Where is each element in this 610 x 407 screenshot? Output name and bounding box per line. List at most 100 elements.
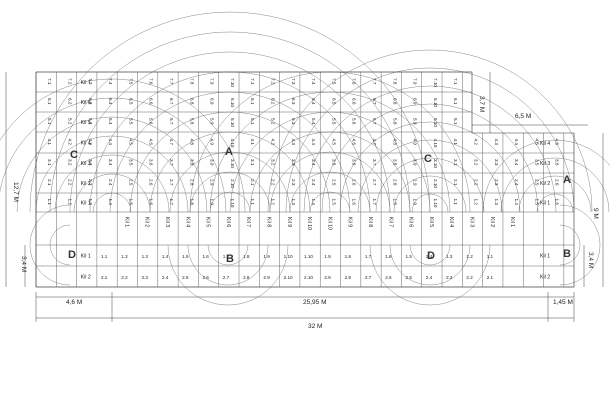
kil-vertical-label: Kil 7: [245, 217, 251, 227]
cell-label: 4.5: [331, 139, 336, 146]
cell-label: 7.4: [311, 78, 316, 85]
cell-label: 5.2: [270, 118, 275, 125]
cell-label: 5.1: [47, 118, 52, 125]
cell-label: 1.9: [210, 199, 215, 206]
cell-label: 2.4: [108, 179, 113, 186]
zone-label: D: [68, 249, 76, 261]
cell-label: 6.10: [230, 98, 235, 107]
cell-label: 1.4: [311, 199, 316, 206]
cell-label: 5.10: [433, 118, 438, 127]
cell-label: 1.2: [270, 199, 275, 206]
cell-label: 2.4: [311, 179, 316, 186]
kil-vertical-label: Kil 10: [326, 217, 332, 230]
cell-label: 6.3: [291, 98, 296, 105]
cell-label: 4.4: [311, 139, 316, 146]
ring-arc: [73, 173, 151, 213]
dim-left-lower: 3,4 M: [20, 256, 27, 272]
cell-label: 7.8: [392, 78, 397, 85]
bottom-cell-row1: 1.5: [182, 254, 189, 259]
cell-label: 5.8: [392, 118, 397, 125]
cell-label: 5.6: [149, 118, 154, 125]
cell-label: 4.2: [270, 139, 275, 146]
cell-label: 4.3: [88, 139, 93, 146]
cell-label: 6.6: [149, 98, 154, 105]
ring-arc: [267, 49, 593, 213]
cell-label: 3.10: [230, 159, 235, 168]
kil-vertical-label: Kil 3: [164, 217, 170, 227]
cell-label: 1.8: [392, 199, 397, 206]
cell-label: 4.10: [230, 139, 235, 148]
bottom-cell-row2: 2.1: [487, 275, 494, 280]
bottom-cell-row2: 2.10: [284, 275, 293, 280]
cell-label: 1.10: [433, 199, 438, 208]
bottom-cell-row1: 1.7: [223, 254, 230, 259]
ring-arc: [559, 224, 581, 266]
zone-label: B: [563, 248, 571, 260]
ring-arc: [518, 175, 592, 213]
ring-arc: [207, 244, 249, 266]
cell-label: 7.1: [250, 78, 255, 85]
bottom-cell-row2: 2.4: [162, 275, 169, 280]
cell-label: 7.10: [230, 78, 235, 87]
cell-label: 3.1: [250, 159, 255, 166]
bottom-cell-row2: 2.7: [223, 275, 230, 280]
bottom-cell-row2: 2.10: [304, 275, 313, 280]
dim-left-height: 12,7 M: [12, 182, 19, 202]
ring-arc: [129, 111, 331, 213]
kil-bottom-right-label: Kil 2: [540, 275, 550, 281]
kil-right-label: Kil 3: [540, 161, 550, 167]
cell-label: 4.1: [250, 139, 255, 146]
cell-label: 7.6: [352, 78, 357, 85]
ring-arc: [29, 11, 431, 213]
bottom-cell-row2: 2.8: [243, 275, 250, 280]
ring-arc: [389, 244, 471, 286]
bottom-cell-row2: 2.7: [365, 275, 372, 280]
kil-vertical-label: Kil 3: [468, 217, 474, 227]
cell-label: 6.4: [108, 98, 113, 105]
ring-arc: [149, 131, 311, 213]
ring-arc: [559, 204, 601, 286]
cell-label: 3.2: [67, 159, 72, 166]
bottom-cell-row2: 2.2: [466, 275, 473, 280]
cell-label: 5.5: [331, 118, 336, 125]
kil-vertical-label: Kil 9: [347, 217, 353, 227]
ring-arc: [249, 131, 411, 213]
cell-label: 1.6: [352, 199, 357, 206]
cell-label: 2.6: [555, 179, 560, 186]
ring-arc: [289, 171, 371, 213]
cell-label: 2.6: [352, 179, 357, 186]
cell-label: 5.1: [453, 118, 458, 125]
zone-label: D: [427, 250, 435, 262]
zone-label: C: [424, 153, 432, 165]
cell-label: 2.5: [331, 179, 336, 186]
ring-arc: [536, 193, 574, 213]
dim-right-height: 9 M: [592, 208, 599, 219]
cell-label: 1.5: [331, 199, 336, 206]
bottom-cell-row1: 1.1: [487, 254, 494, 259]
cell-label: 2.7: [372, 179, 377, 186]
cell-label: 4.7: [169, 139, 174, 146]
cell-label: 4.5: [534, 139, 539, 146]
cell-label: 1.9: [413, 199, 418, 206]
cell-label: 7.8: [189, 78, 194, 85]
cell-label: 3.8: [392, 159, 397, 166]
cell-label: 2.9: [413, 179, 418, 186]
cell-label: 6.3: [88, 98, 93, 105]
kil-vertical-label: Kil 8: [367, 217, 373, 227]
bottom-cell-row1: 1.5: [405, 254, 412, 259]
kil-left-label: Kil 7: [81, 80, 91, 86]
bottom-cell-row2: 2.6: [385, 275, 392, 280]
cell-label: 1.7: [372, 199, 377, 206]
cell-label: 3.7: [372, 159, 377, 166]
cell-label: 3.4: [311, 159, 316, 166]
cell-label: 3.3: [494, 159, 499, 166]
ring-arc: [409, 244, 451, 266]
cell-label: 7.7: [372, 78, 377, 85]
floor-outline: [35, 71, 575, 288]
bottom-cell-row2: 2.9: [263, 275, 270, 280]
cell-label: 4.10: [433, 139, 438, 148]
kil-left-label: Kil 3: [81, 161, 91, 167]
bottom-cell-row2: 2.9: [324, 275, 331, 280]
cell-label: 4.6: [352, 139, 357, 146]
